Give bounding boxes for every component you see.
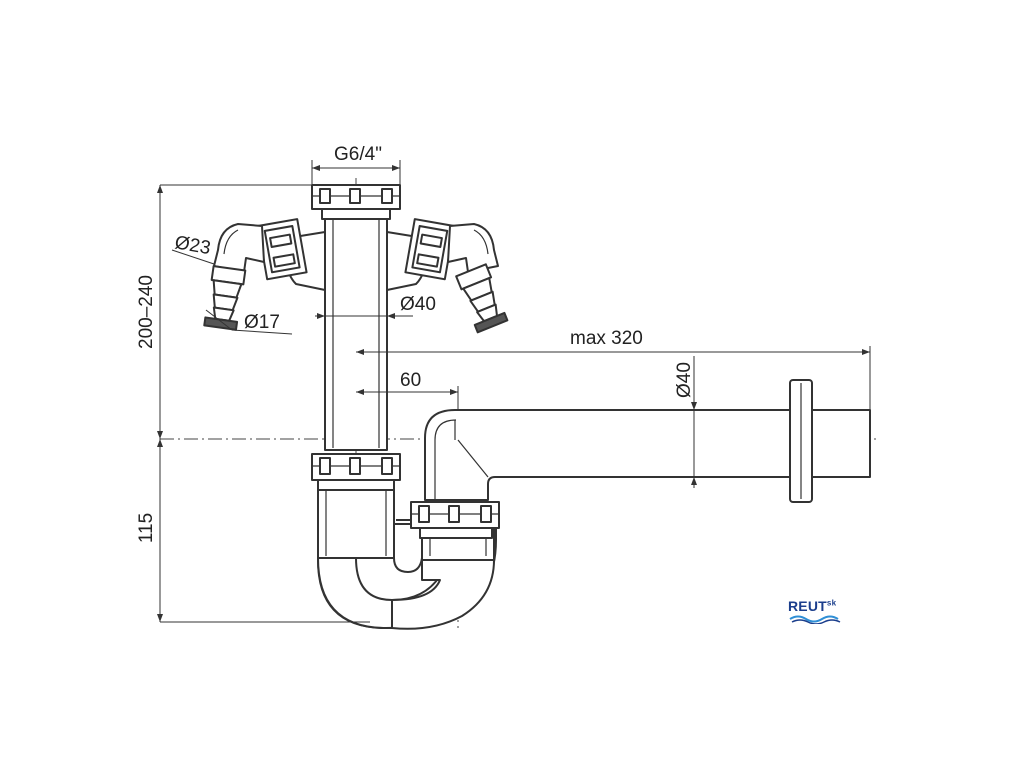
outlet-pipe <box>424 379 871 503</box>
lower-height-label: 115 <box>136 513 157 543</box>
logo-wave-icon <box>789 615 841 624</box>
height-range-label: 200–240 <box>136 275 157 349</box>
hose-outer-label: Ø23 <box>173 232 212 259</box>
inlet-pipe <box>311 184 401 451</box>
dimension-lines <box>157 160 871 623</box>
hose-inner-label: Ø17 <box>244 312 280 333</box>
logo-name: REUT <box>788 598 827 614</box>
max-length-label: max 320 <box>570 328 643 349</box>
trap-bend <box>311 453 500 630</box>
thread-label: G6/4" <box>334 144 382 165</box>
logo-suffix: sk <box>826 598 837 608</box>
dimension-labels: G6/4" 200–240 115 Ø23 Ø17 Ø40 max 320 60… <box>136 144 695 543</box>
left-hose-connector <box>203 218 308 331</box>
outlet-diameter-label: Ø40 <box>674 362 695 398</box>
right-hose-connector <box>404 218 509 334</box>
offset-label: 60 <box>400 370 421 391</box>
pipe-diameter-label: Ø40 <box>400 294 436 315</box>
reut-logo: REUTsk <box>788 598 852 628</box>
